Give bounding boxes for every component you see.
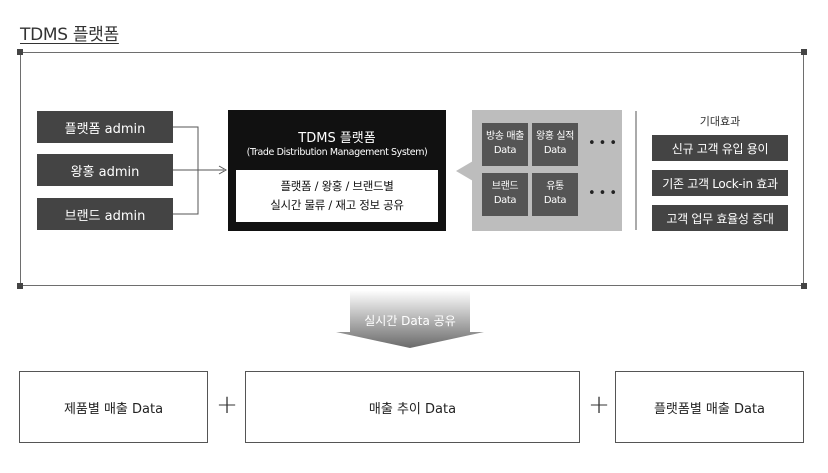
- share-arrow: [336, 290, 484, 348]
- frame-corner-bl: [17, 283, 23, 289]
- admin-wanghong: 왕홍 admin: [37, 154, 173, 186]
- frame-corner-tr: [801, 49, 807, 55]
- arrow-head: [218, 165, 228, 175]
- tdms-subtitle: (Trade Distribution Management System): [246, 147, 428, 158]
- more-dots: •••: [588, 186, 621, 201]
- sales-trend-box: 매출 추이 Data: [245, 371, 580, 443]
- plus-sign: +: [588, 390, 610, 420]
- tdms-info-line1: 플랫폼 / 왕홍 / 브랜드별: [280, 179, 394, 193]
- tdms-box: TDMS 플랫폼 (Trade Distribution Management …: [228, 110, 446, 231]
- effects-label: 기대효과: [699, 115, 741, 128]
- frame-corner-tl: [17, 49, 23, 55]
- effect-item: 신규 고객 유입 용이: [652, 135, 788, 161]
- more-dots: •••: [588, 136, 621, 151]
- admin-platform: 플랫폼 admin: [37, 111, 173, 143]
- frame-corner-br: [801, 283, 807, 289]
- effect-item: 고객 업무 효율성 증대: [652, 205, 788, 231]
- tdms-title: TDMS 플랫폼: [298, 131, 376, 146]
- effect-item: 기존 고객 Lock-in 효과: [652, 170, 788, 196]
- tdms-info-box: 플랫폼 / 왕홍 / 브랜드별 실시간 물류 / 재고 정보 공유: [236, 170, 438, 222]
- admin-brand: 브랜드 admin: [37, 198, 173, 230]
- platform-frame: [20, 52, 804, 286]
- sales-by-platform-box: 플랫폼별 매출 Data: [615, 371, 804, 443]
- plus-sign: +: [216, 390, 238, 420]
- sales-by-product-box: 제품별 매출 Data: [19, 371, 208, 443]
- tdms-info-line2: 실시간 물류 / 재고 정보 공유: [270, 198, 404, 212]
- share-label: 실시간 Data 공유: [364, 314, 456, 328]
- panel-pointer: [456, 161, 473, 181]
- page-title: TDMS 플랫폼: [20, 25, 119, 45]
